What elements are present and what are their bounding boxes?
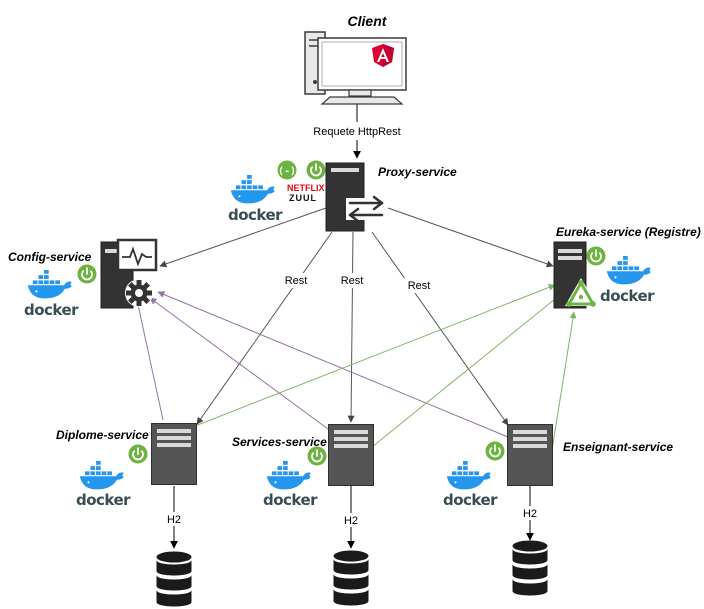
spring-boot-icon [307, 446, 327, 466]
client-node: Client [304, 13, 407, 105]
config-node: Config-service [8, 238, 158, 319]
docker-logo: docker [600, 255, 656, 305]
diplome-title: Diplome-service [56, 428, 149, 442]
docker-logo: docker [24, 269, 80, 319]
docker-text: docker [228, 206, 283, 224]
docker-text: docker [443, 491, 498, 509]
edge-label-rest-right: Rest [408, 280, 431, 292]
docker-whale-icon [606, 255, 652, 285]
config-server-icon [100, 238, 158, 309]
docker-logo: docker [443, 460, 499, 509]
edge-labels: Requete HttpRest Rest Rest Rest H2 H2 H2 [162, 123, 542, 527]
registry-server-icon [553, 241, 597, 309]
proxy-server-icon [325, 162, 386, 232]
docker-text: docker [24, 301, 79, 319]
angular-icon [372, 44, 394, 67]
hystrix-icon: (-) [277, 160, 297, 180]
docker-whale-icon [79, 460, 125, 490]
edge-services-eureka [371, 294, 561, 448]
edge-diplome-config [134, 299, 164, 421]
edge-services-config [149, 297, 329, 430]
server-icon [151, 423, 197, 485]
database-icon [156, 551, 192, 607]
spring-boot-icon [306, 160, 326, 180]
spring-boot-icon [586, 246, 606, 266]
enseignant-node: Enseignant-service docker [443, 424, 673, 596]
docker-logo: docker [228, 174, 284, 224]
docker-whale-icon [446, 460, 492, 490]
database-icon [512, 540, 548, 596]
desktop-monitor-icon [304, 31, 407, 105]
diplome-node: Diplome-service docker [56, 423, 197, 607]
edge-label-rest-left: Rest [285, 275, 308, 287]
docker-logo: docker [263, 460, 319, 509]
database-icon [333, 550, 369, 606]
spring-boot-icon [485, 441, 505, 461]
zuul-logo-text: ZUUL [289, 193, 317, 203]
services-node: Services-service docker [232, 424, 374, 606]
spring-boot-icon [77, 264, 97, 284]
edges [134, 104, 577, 549]
eureka-node: Eureka-service (Registre) docker [553, 225, 701, 309]
docker-text: docker [263, 491, 318, 509]
docker-text: docker [600, 287, 655, 305]
svg-text:(-): (-) [278, 166, 296, 177]
enseignant-title: Enseignant-service [563, 440, 673, 454]
server-icon [507, 424, 553, 486]
edge-proxy-enseignant [371, 231, 509, 426]
edge-label-h2-enseignant: H2 [523, 508, 537, 520]
edge-label-h2-services: H2 [344, 515, 358, 527]
proxy-node: Proxy-service (-) NETFLIX ZUUL docker [228, 160, 457, 232]
edge-proxy-eureka [387, 207, 554, 268]
proxy-title: Proxy-service [378, 165, 457, 179]
config-title: Config-service [8, 250, 92, 264]
edge-proxy-config [159, 207, 327, 268]
edge-diplome-eureka [171, 284, 556, 436]
netflix-logo-text: NETFLIX [287, 183, 325, 193]
server-icon [328, 424, 374, 486]
docker-logo: docker [76, 460, 132, 509]
edge-proxy-services [347, 231, 355, 423]
services-title: Services-service [232, 435, 327, 449]
docker-whale-icon [266, 460, 312, 490]
docker-text: docker [76, 491, 131, 509]
edge-enseignant-config [157, 291, 509, 438]
docker-whale-icon [230, 174, 276, 204]
edge-enseignant-eureka [551, 311, 577, 451]
edge-proxy-diplome [196, 231, 333, 425]
edge-label-client-proxy: Requete HttpRest [313, 126, 400, 138]
client-title: Client [348, 13, 388, 29]
netflix-zuul-logo: NETFLIX ZUUL [287, 183, 325, 203]
edge-label-h2-diplome: H2 [167, 514, 181, 526]
docker-whale-icon [27, 269, 73, 299]
edge-label-rest-mid: Rest [341, 275, 364, 287]
spring-boot-icon [128, 444, 148, 464]
eureka-title: Eureka-service (Registre) [556, 225, 701, 239]
